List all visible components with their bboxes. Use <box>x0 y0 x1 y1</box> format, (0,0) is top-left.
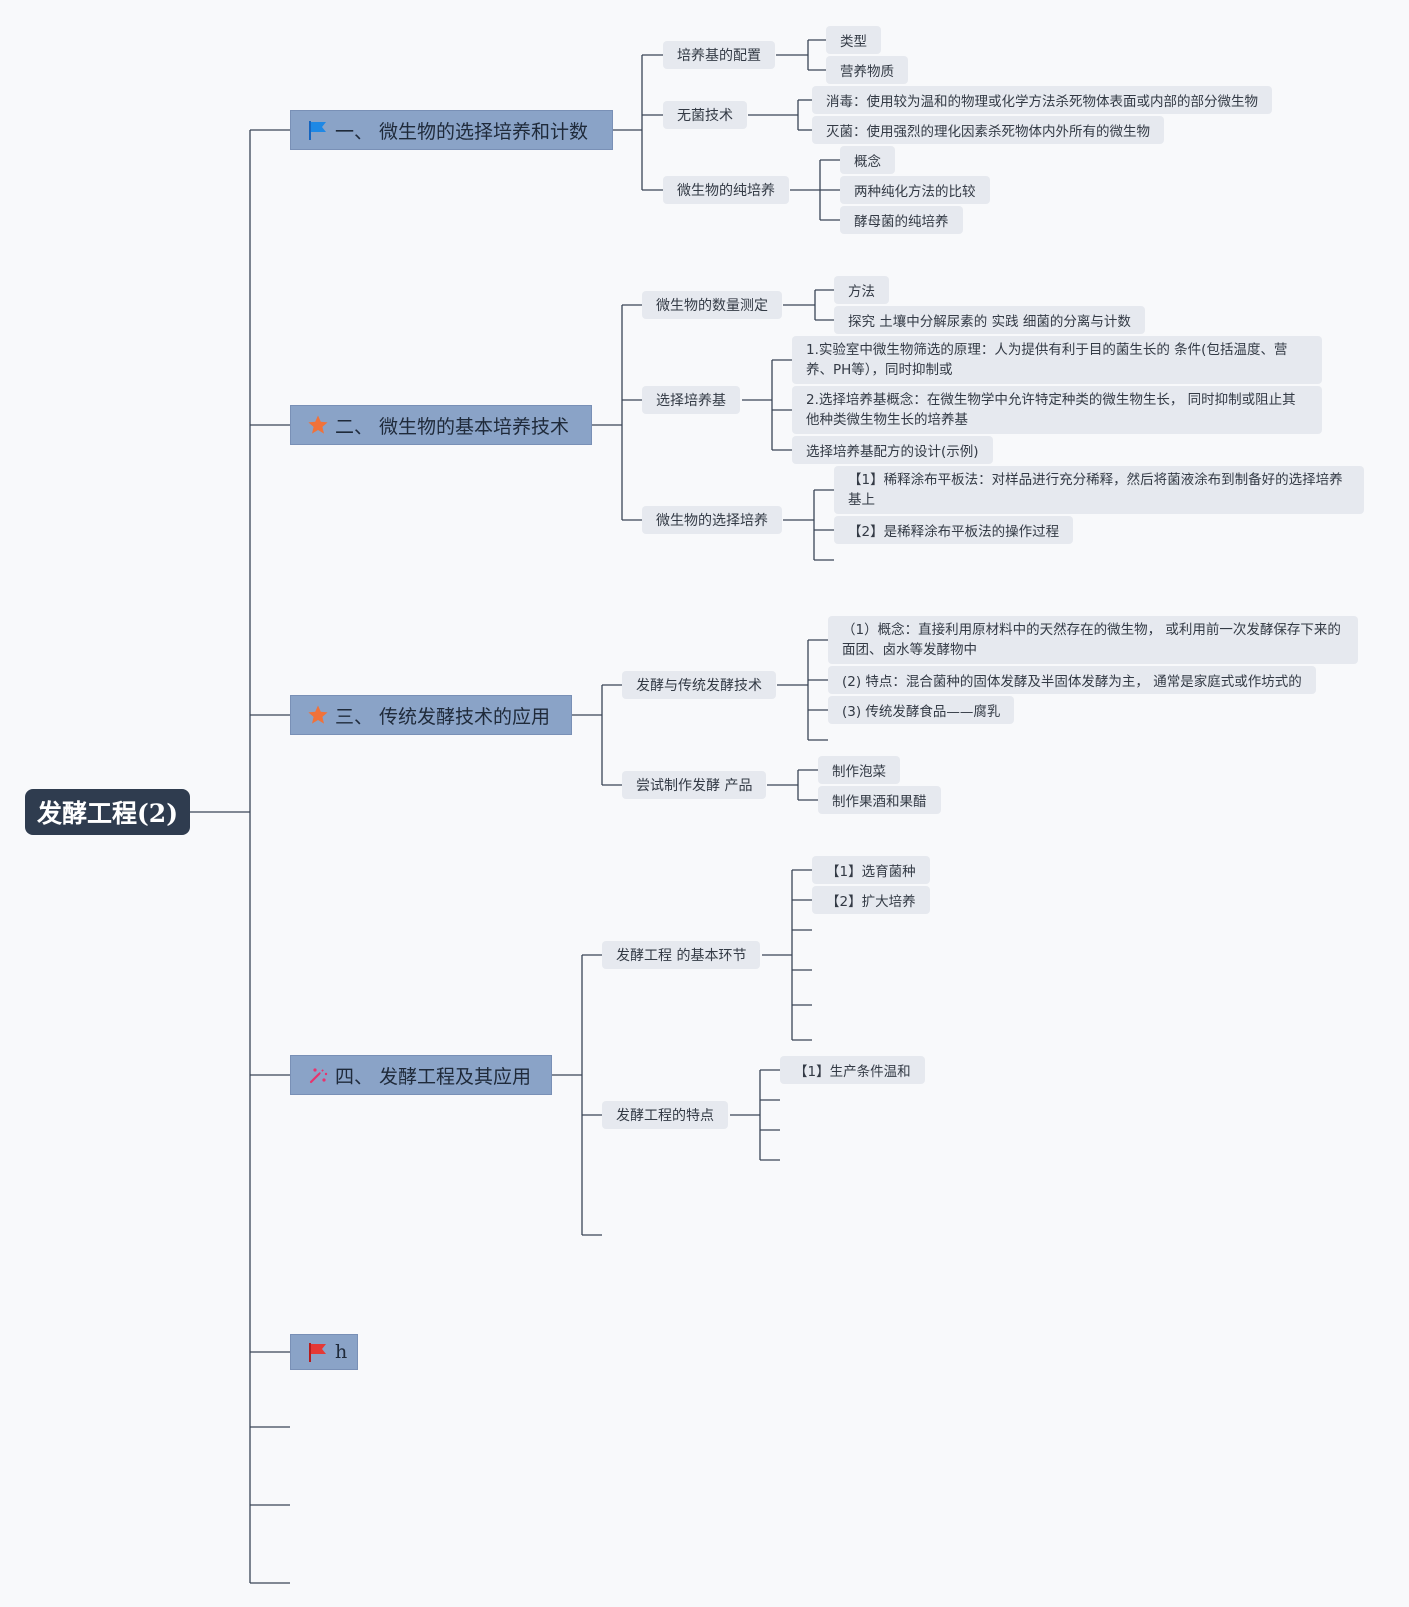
branch-3-label: 三、 传统发酵技术的应用 <box>335 705 551 728</box>
orange-star-icon <box>307 704 329 726</box>
leaf-sterilization[interactable]: 灭菌：使用强烈的理化因素杀死物体内外所有的微生物 <box>812 116 1164 144</box>
branch-5-label: h <box>335 1341 348 1363</box>
leaf-type[interactable]: 类型 <box>826 26 881 54</box>
leaf-fermentation-features[interactable]: (2) 特点：混合菌种的固体发酵及半固体发酵为主， 通常是家庭式或作坊式的 <box>828 666 1316 694</box>
branch-3-topic[interactable]: 三、 传统发酵技术的应用 <box>290 695 572 735</box>
leaf-concept[interactable]: 概念 <box>840 146 895 174</box>
leaf-soil-urea-inquiry[interactable]: 探究 土壤中分解尿素的 实践 细菌的分离与计数 <box>834 306 1145 334</box>
branch-4-label: 四、 发酵工程及其应用 <box>335 1065 532 1088</box>
red-flag-icon <box>307 1341 329 1363</box>
subtopic-aseptic-technique[interactable]: 无菌技术 <box>663 101 747 129</box>
branch-5-topic[interactable]: h <box>290 1334 358 1370</box>
leaf-mild-conditions[interactable]: 【1】生产条件温和 <box>780 1056 925 1084</box>
leaf-yeast-culture[interactable]: 酵母菌的纯培养 <box>840 206 963 234</box>
leaf-plating-procedure[interactable]: 【2】是稀释涂布平板法的操作过程 <box>834 516 1074 544</box>
subtopic-traditional-fermentation[interactable]: 发酵与传统发酵技术 <box>622 671 776 699</box>
leaf-fermented-tofu[interactable]: (3) 传统发酵食品——腐乳 <box>828 696 1015 724</box>
leaf-strain-selection[interactable]: 【1】选育菌种 <box>812 856 930 884</box>
leaf-dilution-plating[interactable]: 【1】稀释涂布平板法：对样品进行充分稀释，然后将菌液涂布到制备好的选择培养基上 <box>834 466 1364 514</box>
subtopic-selective-medium[interactable]: 选择培养基 <box>642 386 740 414</box>
leaf-method[interactable]: 方法 <box>834 276 889 304</box>
blue-flag-icon <box>307 119 329 141</box>
leaf-scale-up[interactable]: 【2】扩大培养 <box>812 886 930 914</box>
leaf-screening-principle[interactable]: 1.实验室中微生物筛选的原理：人为提供有利于目的菌生长的 条件(包括温度、营养、… <box>792 336 1322 384</box>
leaf-selective-medium-concept[interactable]: 2.选择培养基概念：在微生物学中允许特定种类的微生物生长， 同时抑制或阻止其他种… <box>792 386 1322 434</box>
pink-tools-icon <box>307 1064 329 1086</box>
subtopic-pure-culture[interactable]: 微生物的纯培养 <box>663 176 789 204</box>
subtopic-culture-medium[interactable]: 培养基的配置 <box>663 41 775 69</box>
subtopic-basic-steps[interactable]: 发酵工程 的基本环节 <box>602 941 761 969</box>
leaf-disinfection[interactable]: 消毒：使用较为温和的物理或化学方法杀死物体表面或内部的部分微生物 <box>812 86 1272 114</box>
leaf-method-comparison[interactable]: 两种纯化方法的比较 <box>840 176 990 204</box>
subtopic-make-products[interactable]: 尝试制作发酵 产品 <box>622 771 767 799</box>
branch-2-label: 二、 微生物的基本培养技术 <box>335 415 570 438</box>
branch-1-topic[interactable]: 一、 微生物的选择培养和计数 <box>290 110 613 150</box>
leaf-nutrients[interactable]: 营养物质 <box>826 56 908 84</box>
leaf-wine-vinegar[interactable]: 制作果酒和果醋 <box>818 786 941 814</box>
root-topic[interactable]: 发酵工程(2) <box>25 789 190 835</box>
subtopic-engineering-features[interactable]: 发酵工程的特点 <box>602 1101 728 1129</box>
branch-2-topic[interactable]: 二、 微生物的基本培养技术 <box>290 405 592 445</box>
leaf-formula-design[interactable]: 选择培养基配方的设计(示例) <box>792 436 993 464</box>
leaf-fermentation-concept[interactable]: （1）概念：直接利用原材料中的天然存在的微生物， 或利用前一次发酵保存下来的面团… <box>828 616 1358 664</box>
leaf-pickles[interactable]: 制作泡菜 <box>818 756 900 784</box>
branch-1-label: 一、 微生物的选择培养和计数 <box>335 120 589 143</box>
subtopic-selective-culture[interactable]: 微生物的选择培养 <box>642 506 782 534</box>
orange-star-icon <box>307 414 329 436</box>
subtopic-quantity-measurement[interactable]: 微生物的数量测定 <box>642 291 782 319</box>
branch-4-topic[interactable]: 四、 发酵工程及其应用 <box>290 1055 552 1095</box>
